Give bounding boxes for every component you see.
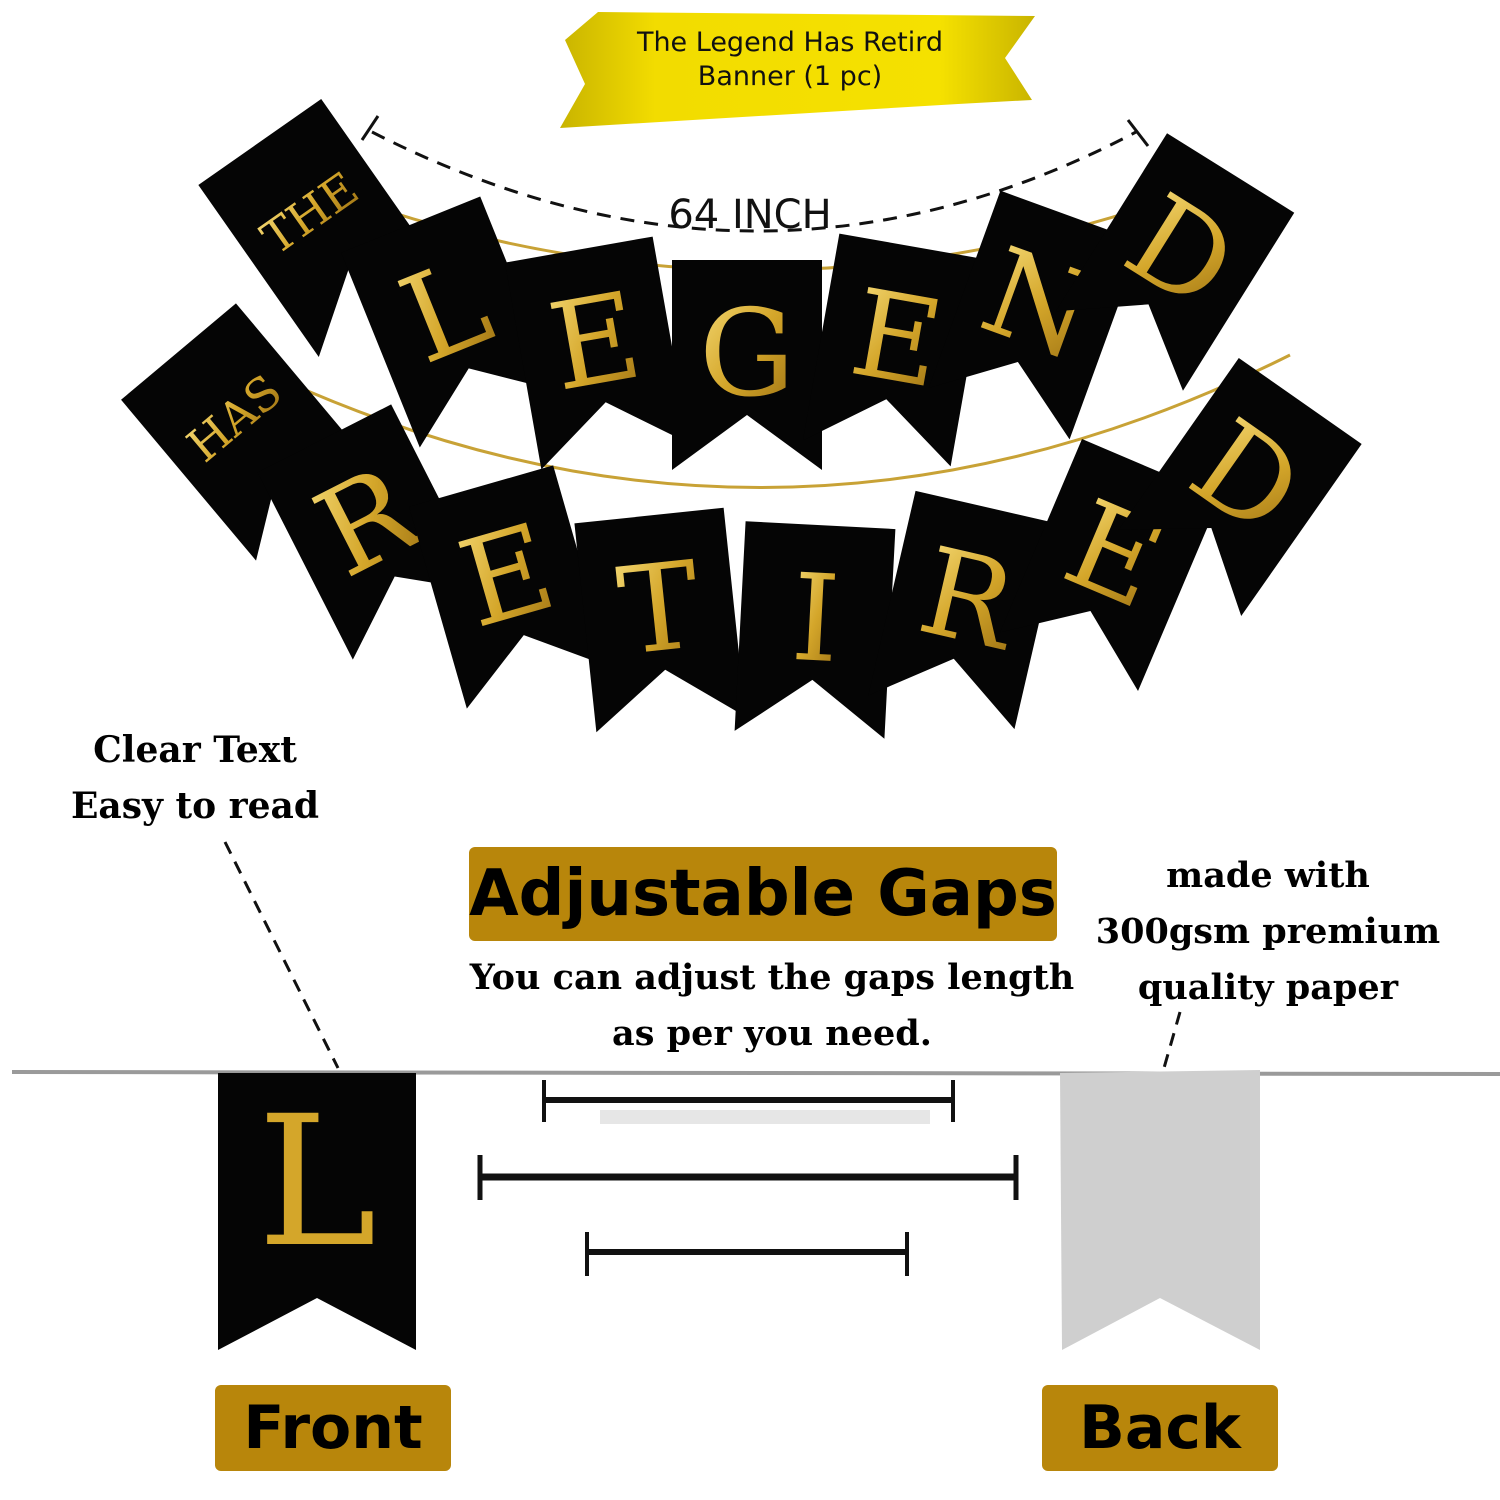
clear-text-note: Clear Text Easy to read [70, 729, 320, 827]
gap-lines [477, 1080, 1019, 1276]
pennant-r1-6: D [1055, 133, 1295, 391]
front-label: Front [243, 1393, 423, 1463]
pennant-letter-r2-3: T [612, 536, 706, 683]
back-pennant [1060, 1070, 1260, 1350]
pennant-letter-r2-4: I [788, 549, 843, 690]
adjustable-gaps-tag: Adjustable Gaps [469, 847, 1057, 941]
pennant-r1-4: E [802, 233, 988, 467]
back-label-tag: Back [1042, 1385, 1278, 1471]
adjustable-gaps-description: You can adjust the gaps length as per yo… [469, 957, 1075, 1054]
pennant-r2-3: T [574, 507, 746, 733]
pennant-r2-2: E [408, 465, 612, 709]
pennant-r2-4: I [734, 521, 896, 739]
front-label-tag: Front [215, 1385, 451, 1471]
front-pennant [218, 1073, 416, 1350]
ribbon-banner [560, 12, 1035, 128]
pennant-r1-0: THE [198, 98, 442, 358]
ribbon-text: The Legend Has Retird Banner (1 pc) [636, 27, 944, 92]
dimension-arc [360, 115, 1150, 233]
paper-quality-note: made with 300gsm premium quality paper [1095, 855, 1441, 1008]
pennant-r2-5: R [868, 490, 1062, 730]
pennant-r2-0: HAS [121, 303, 371, 561]
pennant-r1-3: G [672, 260, 822, 470]
pennant-r1-1: L [341, 196, 559, 448]
front-pennant-letter: L [257, 1078, 377, 1287]
adjustable-gaps-title: Adjustable Gaps [469, 857, 1057, 931]
pennant-r1-2: E [504, 236, 690, 470]
dimension-label: 64 INCH [668, 192, 832, 238]
pointer-line-back [1162, 1011, 1182, 1069]
back-label: Back [1079, 1393, 1241, 1463]
pointer-line-front [223, 841, 340, 1069]
pennant-letter-r1-3: G [699, 285, 795, 424]
